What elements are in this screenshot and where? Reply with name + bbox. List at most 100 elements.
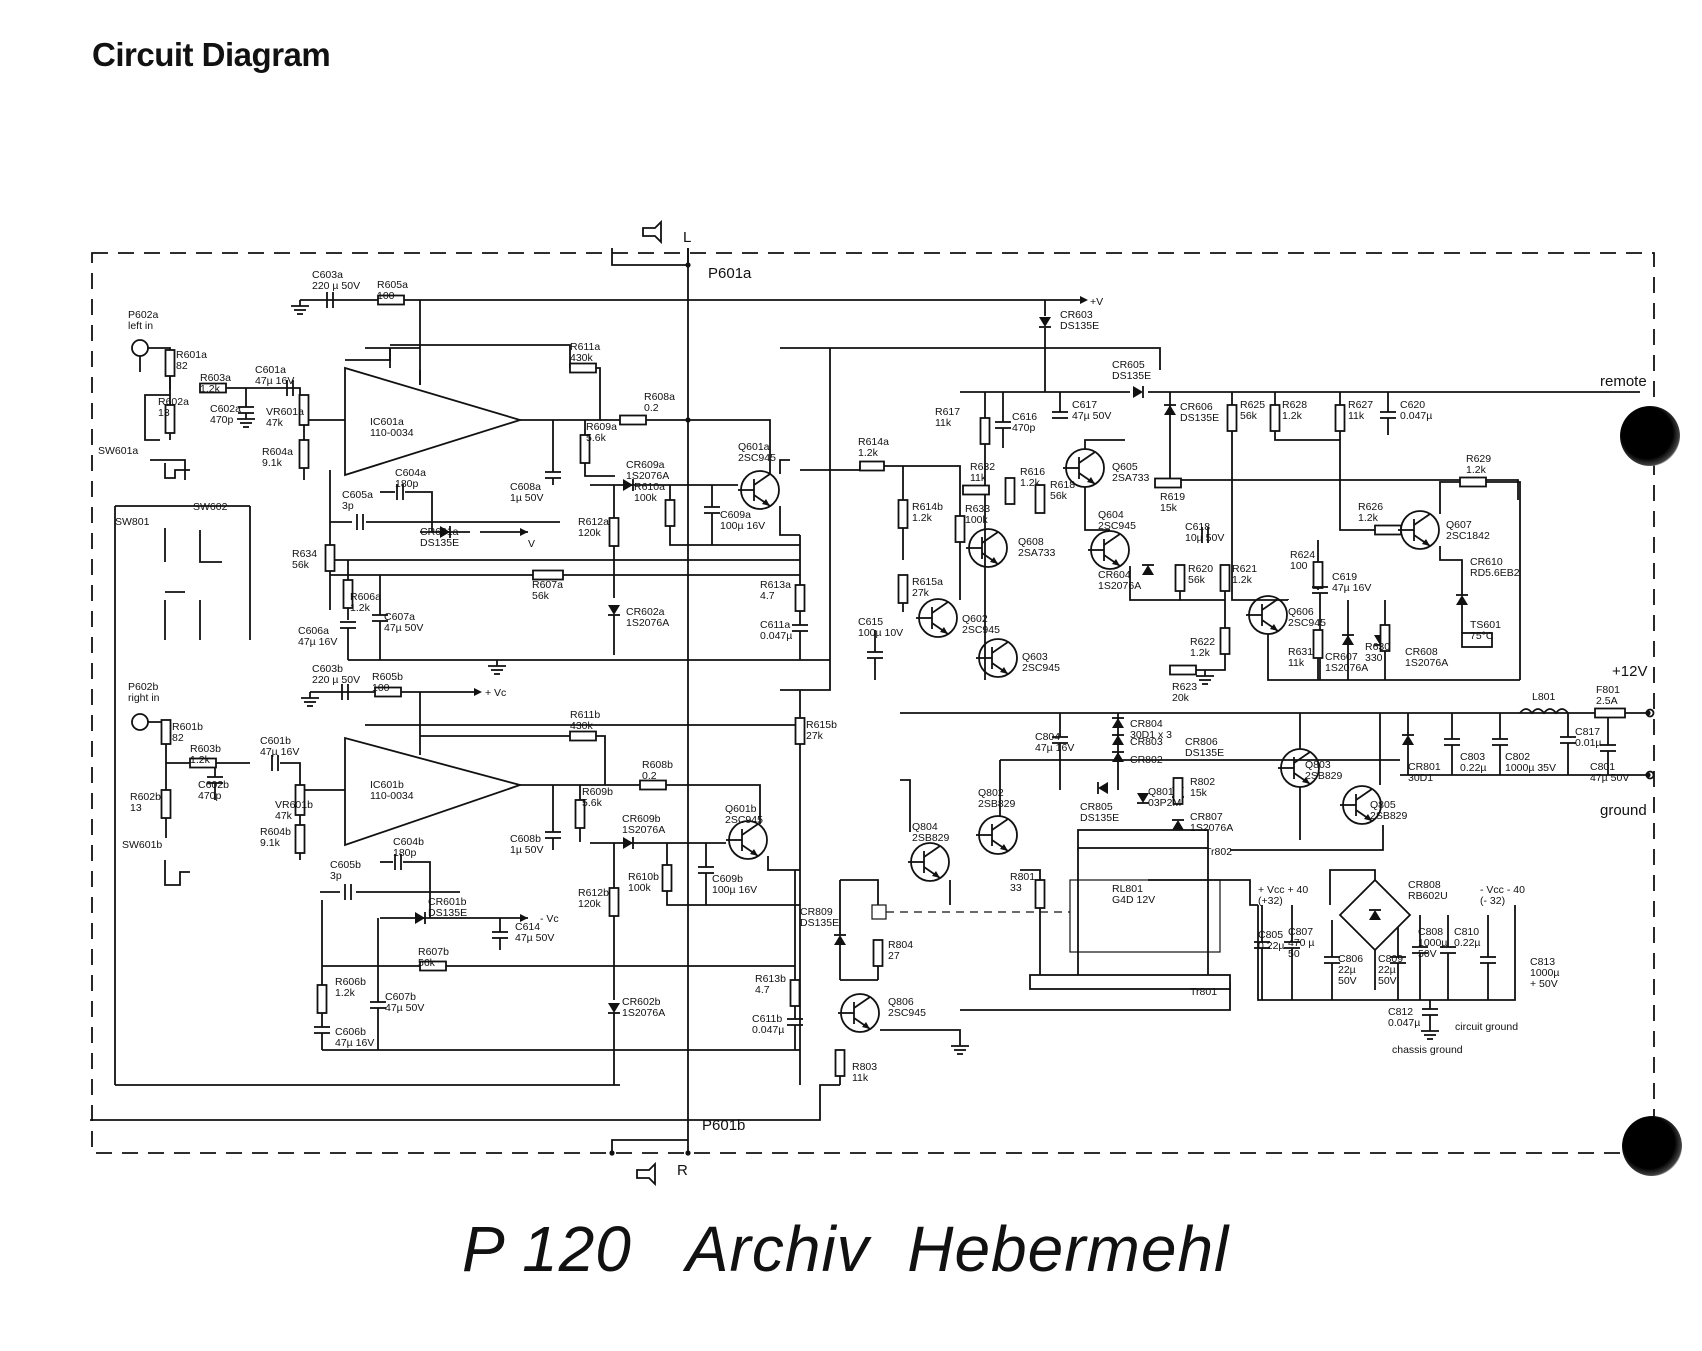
input-jack-right-icon (131, 713, 149, 731)
transistor-q803 (1278, 748, 1320, 788)
capacitor-c609a (704, 506, 720, 514)
diode-cr609a (623, 479, 634, 491)
page-title: Circuit Diagram (92, 36, 331, 73)
capacitor-c601b (271, 755, 279, 771)
ground-symbol (488, 660, 506, 675)
resistor-r603b (189, 757, 217, 769)
diode-cr603 (1039, 317, 1051, 328)
diode-cr605 (1133, 386, 1144, 398)
capacitor-c607a (372, 614, 388, 622)
transistor-q608 (966, 528, 1008, 568)
resistor-r602a (164, 404, 176, 434)
resistor-r629 (1459, 476, 1487, 488)
switch-sw801-label: SW801 (115, 516, 150, 528)
capacitor-c606a (340, 621, 356, 629)
capacitor-c619 (1312, 586, 1328, 594)
transistor-q607 (1398, 510, 1440, 550)
plug-p601b-label: P601b (702, 1117, 745, 1134)
resistor-r622 (1219, 627, 1231, 655)
diode-cr805 (1097, 782, 1108, 794)
diode-cr610 (1456, 594, 1468, 605)
resistor-r608a (619, 414, 647, 426)
components (131, 219, 1655, 1187)
ground-symbol (951, 1040, 969, 1055)
capacitor-c605b (344, 884, 352, 900)
capacitor-c617 (1052, 411, 1068, 419)
diode-cr601a (440, 526, 451, 538)
diode-cr604 (1142, 564, 1154, 575)
capacitor-c618 (1201, 527, 1209, 543)
ground-symbol (301, 692, 319, 707)
switch-sw601b-label: SW601b (122, 839, 162, 851)
resistor-r804 (872, 939, 884, 967)
ground-terminal[interactable] (1645, 770, 1655, 780)
plus-v-label: +V (1090, 296, 1103, 308)
capacitor-c601a (286, 380, 294, 396)
diode-q801-thyristor (1137, 793, 1149, 804)
fuse-f801 (1594, 707, 1626, 719)
capacitor-c801 (1600, 744, 1616, 752)
relay-contact-box (871, 904, 887, 920)
resistor-r603a (199, 382, 227, 394)
ground-label: ground (1600, 802, 1647, 819)
supply-terminal[interactable] (1645, 708, 1655, 718)
transistor-q802 (976, 815, 1018, 855)
label-l801: L801 (1532, 691, 1556, 703)
resistor-r606a (342, 579, 354, 609)
diode-bridge-inner (1369, 909, 1381, 920)
resistor-r611b (569, 730, 597, 742)
diode-cr802 (1112, 751, 1124, 762)
transistor-q606 (1246, 595, 1288, 635)
capacitor-c611b (787, 1018, 803, 1026)
capacitor-c620 (1380, 411, 1396, 419)
transistor-q605 (1063, 448, 1105, 488)
diode-cr807 (1172, 819, 1184, 830)
resistor-r610a (664, 499, 676, 527)
thermal-switch-ts601 (1461, 632, 1493, 648)
